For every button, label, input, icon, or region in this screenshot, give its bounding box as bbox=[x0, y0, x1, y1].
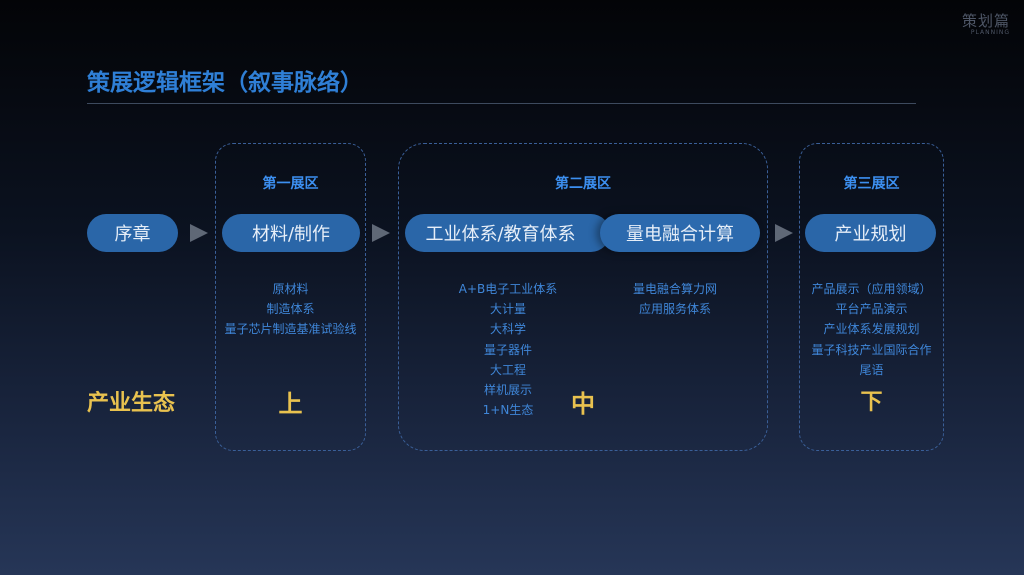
pill-industry-education: 工业体系/教育体系 bbox=[405, 214, 610, 252]
title-divider bbox=[87, 103, 916, 104]
list-item: 尾语 bbox=[859, 362, 884, 377]
list-item: 原材料 bbox=[272, 282, 309, 296]
list-item: 量子科技产业国际合作 bbox=[811, 342, 932, 357]
list-item: 1+N生态 bbox=[482, 403, 534, 418]
zone-1-title: 第一展区 bbox=[262, 176, 319, 192]
list-item: 大科学 bbox=[489, 322, 526, 337]
list-item: A+B电子工业体系 bbox=[458, 282, 558, 296]
brand-name: 策划篇 bbox=[961, 12, 1010, 30]
list-item: 样机展示 bbox=[483, 383, 532, 398]
list-item: 大计量 bbox=[489, 302, 526, 317]
zone-1 bbox=[215, 143, 366, 451]
zone-3-list: 产品展示（应用领域） 平台产品演示 产业体系发展规划 量子科技产业国际合作 尾语 bbox=[799, 279, 944, 380]
zone-3-title: 第三展区 bbox=[843, 176, 900, 192]
flow-arrow-icon bbox=[372, 224, 390, 242]
zone-1-list: 原材料 制造体系 量子芯片制造基准试验线 bbox=[215, 279, 366, 340]
list-item: 平台产品演示 bbox=[835, 302, 908, 317]
pill-materials: 材料/制作 bbox=[222, 214, 360, 252]
zone-2 bbox=[398, 143, 768, 451]
list-item: 大工程 bbox=[489, 362, 526, 377]
page-title: 策展逻辑框架（叙事脉络） bbox=[87, 70, 363, 96]
pill-industry-plan: 产业规划 bbox=[805, 214, 936, 252]
brand-sub: PLANNING bbox=[970, 29, 1010, 36]
list-item: 制造体系 bbox=[266, 302, 315, 317]
pill-prologue: 序章 bbox=[87, 214, 178, 252]
list-item: 量电融合算力网 bbox=[632, 282, 717, 296]
zone-3 bbox=[799, 143, 944, 451]
zone-3-mark: 下 bbox=[860, 390, 883, 415]
flow-arrow-icon bbox=[190, 224, 208, 242]
list-item: 产业体系发展规划 bbox=[823, 322, 920, 337]
flow-arrow-icon bbox=[775, 224, 793, 242]
zone-2-list-left: A+B电子工业体系 大计量 大科学 量子器件 大工程 样机展示 1+N生态 bbox=[438, 279, 578, 420]
industry-ecology-label: 产业生态 bbox=[87, 391, 176, 416]
zone-2-title: 第二展区 bbox=[555, 176, 611, 192]
pill-quantum-computing: 量电融合计算 bbox=[600, 214, 760, 252]
brand-mark: 策划篇 PLANNING bbox=[962, 10, 1010, 36]
list-item: 量子芯片制造基准试验线 bbox=[224, 322, 357, 337]
zone-2-list-right: 量电融合算力网 应用服务体系 bbox=[610, 279, 740, 319]
list-item: 应用服务体系 bbox=[638, 302, 711, 317]
zone-1-mark: 上 bbox=[278, 390, 303, 418]
list-item: 量子器件 bbox=[483, 342, 532, 357]
list-item: 产品展示（应用领域） bbox=[811, 282, 932, 296]
zone-2-mark: 中 bbox=[571, 390, 595, 418]
